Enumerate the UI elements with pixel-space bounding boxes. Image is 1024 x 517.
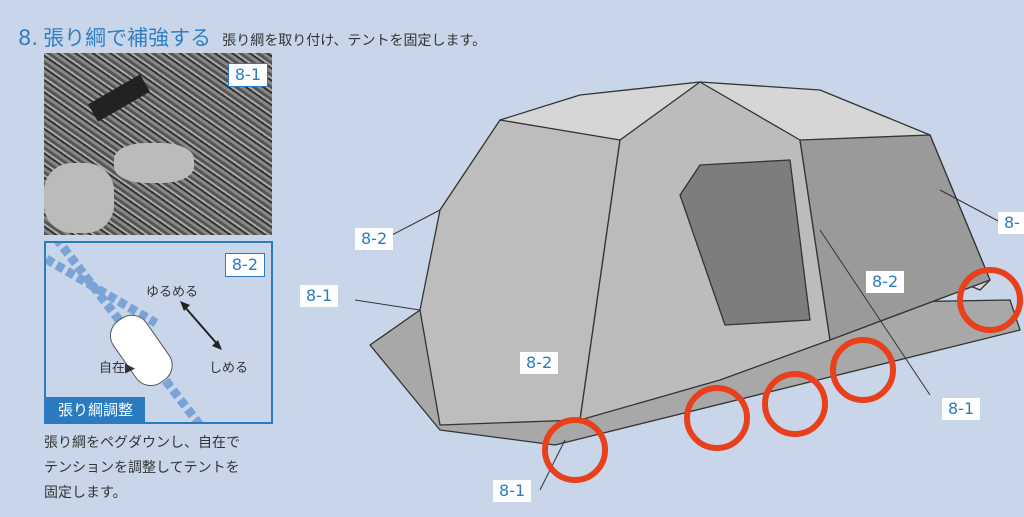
description: 張り綱をペグダウンし、自在で テンションを調整してテントを 固定します。 bbox=[44, 431, 284, 506]
tent-label: 8-1 bbox=[942, 398, 981, 420]
description-line: 固定します。 bbox=[44, 485, 127, 501]
rope-illustration bbox=[46, 243, 222, 422]
highlight-circle bbox=[542, 417, 608, 483]
section-subtitle: 張り綱を取り付け、テントを固定します。 bbox=[222, 33, 487, 49]
hand-image bbox=[114, 143, 194, 183]
figure-label: 8-1 bbox=[227, 63, 268, 87]
tent-label: 8-1 bbox=[300, 285, 339, 307]
section-heading: 張り綱で補強する bbox=[43, 26, 212, 50]
tent-label: 8- bbox=[998, 212, 1024, 234]
loosen-label: ゆるめる bbox=[146, 285, 199, 300]
tighten-label: しめる bbox=[209, 361, 249, 376]
tent-label: 8-2 bbox=[520, 352, 559, 374]
highlight-circles bbox=[542, 267, 1023, 483]
tent-label: 8-2 bbox=[355, 228, 394, 250]
photo-pegging-guyline: 8-1 bbox=[44, 53, 272, 235]
hand-image bbox=[44, 163, 114, 233]
guyline-adjuster-diagram: 8-2 ゆるめる しめる 自在▶ 張り綱調整 bbox=[44, 241, 273, 424]
tent-label: 8-2 bbox=[866, 271, 905, 293]
section-title: 8. 張り綱で補強する 張り綱を取り付け、テントを固定します。 bbox=[18, 22, 486, 52]
tent-label: 8-1 bbox=[493, 480, 532, 502]
description-line: テンションを調整してテントを bbox=[44, 460, 240, 476]
adjuster-caption: 張り綱調整 bbox=[46, 397, 146, 422]
figure-label: 8-2 bbox=[224, 253, 265, 277]
section-number: 8. bbox=[18, 26, 39, 50]
description-line: 張り綱をペグダウンし、自在で bbox=[44, 435, 240, 451]
tent-side bbox=[799, 134, 991, 341]
slider-label: 自在▶ bbox=[99, 361, 135, 376]
highlight-circle bbox=[957, 267, 1023, 333]
highlight-circle bbox=[762, 371, 828, 437]
highlight-circle bbox=[684, 385, 750, 451]
highlight-circle bbox=[830, 337, 896, 403]
tent-window bbox=[679, 159, 811, 326]
